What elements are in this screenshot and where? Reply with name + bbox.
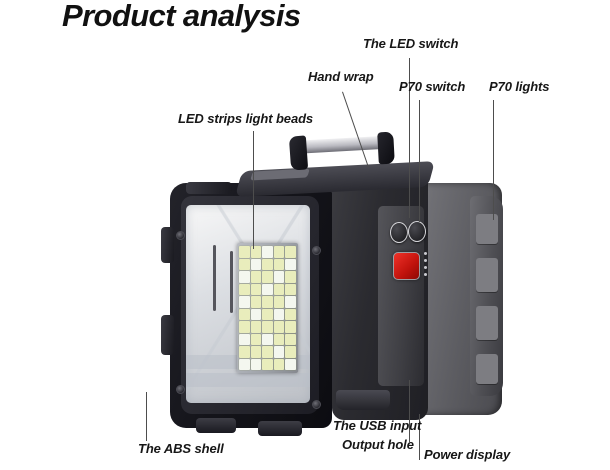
led-bead	[239, 283, 250, 295]
leader-power-display	[419, 414, 420, 460]
led-strip-board	[237, 243, 298, 373]
rubber-grip	[161, 315, 174, 355]
rear-rib	[476, 354, 498, 384]
rubber-foot	[258, 421, 302, 436]
led-bead	[239, 296, 250, 308]
top-trim	[186, 182, 232, 194]
led-bead	[239, 258, 250, 270]
p70-switch-button[interactable]	[408, 221, 426, 242]
rear-rib	[476, 214, 498, 244]
reflector-slot	[213, 245, 216, 311]
led-bead	[239, 271, 250, 283]
power-display-indicator	[393, 252, 420, 280]
led-bead	[273, 271, 285, 283]
led-bead	[273, 358, 285, 370]
led-bead	[239, 358, 250, 370]
led-bead	[273, 258, 285, 270]
rubber-grip	[161, 227, 174, 263]
led-bead	[273, 333, 285, 345]
led-bead	[285, 308, 296, 320]
led-bead	[262, 246, 273, 258]
callout-led-strips-light-beads: LED strips light beads	[178, 111, 314, 126]
rear-rib	[476, 306, 498, 340]
led-bead	[285, 246, 296, 258]
led-bead	[262, 333, 273, 345]
rubber-foot	[196, 418, 236, 433]
led-bead	[239, 333, 250, 345]
led-bead	[285, 271, 296, 283]
handle-hinge-left	[288, 135, 309, 171]
led-bead	[285, 333, 296, 345]
led-bead	[262, 308, 273, 320]
led-bead	[239, 346, 250, 358]
led-bead	[273, 283, 285, 295]
led-bead	[273, 296, 285, 308]
reflector-slot	[230, 251, 233, 313]
shell-screw	[176, 385, 185, 394]
led-bead	[285, 296, 296, 308]
reflector-step	[186, 373, 310, 387]
led-bead	[273, 321, 285, 333]
led-bead	[285, 346, 296, 358]
led-bead	[285, 283, 296, 295]
led-bead	[239, 308, 250, 320]
led-bead	[273, 308, 285, 320]
led-bead	[250, 358, 262, 370]
leader-led-switch	[409, 58, 410, 218]
callout-the-usb-input: The USB input	[333, 418, 422, 433]
leader-led-strips	[253, 131, 254, 249]
led-bead	[250, 308, 262, 320]
battery-level-dot	[424, 273, 427, 276]
leader-output-hole	[409, 412, 410, 442]
leader-usb-input	[409, 380, 410, 419]
page-title: Product analysis	[62, 0, 301, 33]
led-bead	[285, 358, 296, 370]
handle-hinge-right	[377, 131, 395, 165]
callout-the-abs-shell: The ABS shell	[138, 441, 224, 456]
shell-screw	[312, 246, 321, 255]
led-bead	[262, 283, 273, 295]
callout-hand-wrap: Hand wrap	[308, 69, 374, 84]
led-bead	[262, 296, 273, 308]
led-bead	[239, 321, 250, 333]
usb-port-cover[interactable]	[336, 390, 390, 410]
battery-level-dot	[424, 266, 427, 269]
led-bead	[250, 321, 262, 333]
led-bead	[250, 346, 262, 358]
led-bead	[262, 258, 273, 270]
led-bead	[250, 296, 262, 308]
callout-power-display: Power display	[424, 447, 511, 462]
led-bead	[262, 271, 273, 283]
shell-screw	[176, 231, 185, 240]
led-bead	[262, 321, 273, 333]
leader-p70-switch	[419, 100, 420, 222]
callout-output-hole: Output hole	[342, 437, 414, 452]
rear-rib	[476, 258, 498, 292]
battery-level-dot	[424, 259, 427, 262]
led-bead	[250, 258, 262, 270]
leader-abs-shell	[146, 392, 147, 441]
callout-p70-lights: P70 lights	[489, 79, 550, 94]
led-bead	[285, 258, 296, 270]
battery-level-dot	[424, 252, 427, 255]
led-bead	[250, 246, 262, 258]
callout-p70-switch: P70 switch	[399, 79, 466, 94]
led-bead	[250, 333, 262, 345]
led-bead	[250, 283, 262, 295]
shell-screw	[312, 400, 321, 409]
callout-the-led-switch: The LED switch	[363, 36, 459, 51]
led-bead	[239, 246, 250, 258]
led-switch-button[interactable]	[390, 222, 408, 243]
led-bead	[262, 358, 273, 370]
led-bead	[250, 271, 262, 283]
led-bead	[273, 346, 285, 358]
led-bead	[262, 346, 273, 358]
led-bead	[273, 246, 285, 258]
led-bead	[285, 321, 296, 333]
leader-p70-lights	[493, 100, 494, 220]
